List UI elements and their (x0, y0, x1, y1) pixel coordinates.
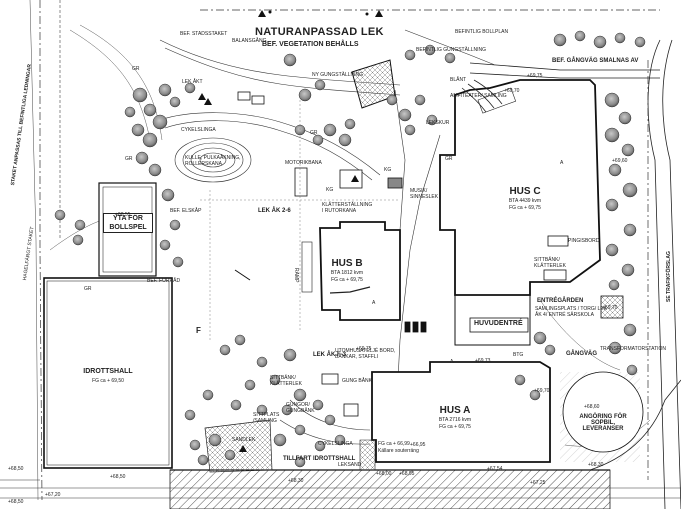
label-cykelslinga: CYKELSLINGA (181, 127, 216, 133)
huvudentre-box (469, 317, 529, 333)
level-4: +69,70 (602, 305, 618, 311)
label-gung-bank: GUNG BÅNK (342, 378, 373, 384)
label-balansgang: BALANSGÅNG (232, 38, 267, 44)
label-transformator: TRANSFORMATORSTATION (600, 346, 667, 352)
label-sittbank-east: SITTBÄNK/ KLÄTTERLEK (534, 257, 566, 269)
hus-b-fg: FG ca + 69,75 (331, 277, 363, 283)
title-bef-vegetation: BEF. VEGETATION BEHÅLLS (262, 41, 359, 48)
level-5: +68,50 (110, 474, 126, 480)
label-huvudentre: HUVUDENTRÉ (474, 320, 523, 327)
level-7: +69,75 (356, 346, 372, 352)
label-lek-ak-26: LEK ÅK 2-6 (258, 208, 291, 214)
label-yta-bollspel: YTA FÖR BOLLSPEL (103, 213, 153, 233)
idrottshall-fg: FG ca + 69,50 (92, 378, 124, 384)
zone-gr-1: GR (132, 66, 140, 72)
label-lek-akt: LEK ÅKT (182, 79, 203, 85)
zone-gr-3: GR (445, 156, 453, 162)
trees (54, 30, 646, 468)
level-11: +68,30 (588, 462, 604, 468)
level-14: +66,95 (410, 442, 426, 448)
level-12: +67,25 (530, 480, 546, 486)
zone-gr-2: GR (310, 130, 318, 136)
zone-gr-5: GR (84, 286, 92, 292)
label-bollplan: BEFINTLIG BOLLPLAN (455, 29, 509, 35)
level-16: +68,30 (288, 478, 304, 484)
label-bef-stadsstaket: BEF. STADSSTAKET (180, 31, 228, 37)
title-naturanpassad: NATURANPASSAD LEK (255, 26, 384, 38)
label-sittplats: SITTPLATS /SAMLING (253, 412, 280, 424)
gangvag-top (469, 39, 681, 509)
zone-f: F (196, 326, 201, 335)
label-ramp: RAMP (293, 268, 299, 283)
level-18: +68,50 (8, 499, 24, 505)
label-utomhusatelje: UTOMHUSATELJÉ BORD, BÄNKAR, STAFFLI (335, 348, 396, 360)
label-bef-gungstallning: BEFINTLIG GUNGSTÄLLNING (416, 47, 487, 53)
label-cykelslinga-2: CYKELSLINGA (318, 441, 353, 447)
hus-a-fg2: FG ca + 66,99 (378, 441, 410, 447)
zone-kg-2: KG (384, 167, 392, 173)
kulle-contours (174, 137, 252, 183)
hus-c-fg: FG ca + 69,75 (509, 205, 541, 211)
zone-gr-4: GR (125, 156, 133, 162)
label-trafikforslag: SE TRAFIKFÖRSLAG (666, 251, 672, 302)
label-klatterstallning: KLÄTTERSTÄLLNING I RUTORKANA (322, 202, 373, 214)
zone-a-3: A (560, 160, 564, 166)
level-6: +68,95 (399, 471, 415, 477)
level-9: +69,70 (534, 388, 550, 394)
idrottshall-title: IDROTTSHALL (83, 368, 133, 375)
site-boundary (39, 0, 660, 501)
label-motorikbana: MOTORIKBANA (285, 160, 322, 166)
label-gungor: GUNGOR/ GUNGBÅNK (286, 402, 315, 414)
label-leksand: LEKSAND (338, 462, 362, 468)
label-amfiteater: AMFITEATER/ SAMLING (450, 93, 507, 99)
zone-a-1: A (372, 300, 376, 306)
bottom-road (0, 469, 681, 509)
label-lekskur: LEKSKUR (426, 120, 450, 126)
idrottshall-building (43, 277, 173, 469)
level-8: +69,73 (475, 358, 491, 364)
hus-c-title: HUS C (509, 186, 541, 197)
level-3: +69,60 (612, 158, 628, 164)
hus-b-building (319, 221, 401, 321)
hus-a-bta: BTA 2716 kvm (438, 417, 472, 423)
level-20: +67,20 (45, 492, 61, 498)
level-13: +68,00 (376, 471, 392, 477)
hus-a-fg: FG ca + 69,75 (439, 424, 471, 430)
hus-b-title: HUS B (331, 258, 363, 269)
label-pingisbord: PINGISBORD (568, 238, 600, 244)
label-samlingsplats: SAMLINGSPLATS / TORG/ LEK ÅK 4/ ENTRÉ SÄ… (535, 306, 607, 318)
hus-c-bta: BTA 4439 kvm (508, 198, 542, 204)
hus-a-kallare: Källare souterräng (378, 448, 419, 454)
hus-b-bta: BTA 1812 kvm (330, 270, 364, 276)
label-bef-elskap: BEF. ELSKÅP (170, 208, 202, 214)
angoring-circle (562, 371, 644, 453)
label-bef-forrad: BEF. FÖRRÅD (147, 278, 181, 284)
zone-a-2: A (450, 359, 454, 365)
label-sandlek: SANDLEK (232, 437, 256, 443)
label-ny-gungstallning: NY GUNGSTÄLLNING (312, 72, 364, 78)
level-15: +67,54 (487, 466, 503, 472)
label-musik: MUSIK/ SINNESLEK (410, 188, 439, 200)
level-19: +68,55 (115, 212, 131, 218)
level-1: +69,75 (527, 73, 543, 79)
label-blant-1: BLÅNT (450, 77, 467, 83)
label-angoring: ANGÖRING FÖR SOPBIL, LEVERANSER (579, 414, 627, 432)
label-btg: BTG (513, 352, 524, 358)
label-gangvag: GÅNGVÄG (566, 351, 598, 357)
level-17: +68,50 (8, 466, 24, 472)
label-entregarden: ENTRÉGÅRDEN (537, 298, 584, 304)
label-kulle: KULLE, PULKAÅKNING, ROLLERSKANA (185, 155, 241, 167)
label-lek-ak-f3: LEK ÅK F-3 (313, 352, 346, 358)
zone-kg-1: KG (326, 187, 334, 193)
label-bef-gangvag: BEF. GÅNGVÄG SMALNAS AV (552, 58, 639, 64)
label-sittbank-klatterlek: SITTBÄNK/ KLÄTTERLEK (270, 375, 302, 387)
label-tillfart: TILLFART IDROTTSHALL (283, 456, 356, 462)
level-2: +69,70 (504, 88, 520, 94)
level-10: +68,60 (584, 404, 600, 410)
hus-a-title: HUS A (439, 405, 471, 416)
